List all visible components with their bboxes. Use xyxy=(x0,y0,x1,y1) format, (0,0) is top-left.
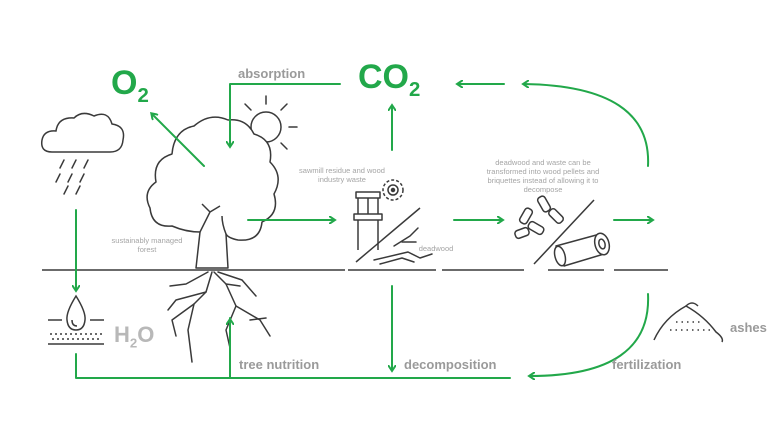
sawmill-label: sawmill residue and wood industry waste xyxy=(299,166,385,184)
pellets-icon xyxy=(514,195,564,240)
water-drop-icon xyxy=(48,294,104,345)
log-icon xyxy=(553,232,611,267)
return-to-co2-arrow xyxy=(524,84,650,167)
co2-label: CO2 xyxy=(358,58,421,101)
decomposition-label: decomposition xyxy=(404,357,497,372)
fertilization-label: fertilization xyxy=(612,357,682,372)
deadwood-label: deadwood xyxy=(418,244,454,253)
tree-roots-icon xyxy=(167,271,271,363)
absorption-label: absorption xyxy=(238,66,306,81)
absorption-arrow xyxy=(230,83,341,146)
o2-label: O2 xyxy=(111,64,149,107)
ash-pile-icon xyxy=(653,302,724,343)
separator-slash xyxy=(355,207,421,263)
o2-release-arrow xyxy=(152,114,205,167)
tree-nutrition-label: tree nutrition xyxy=(239,357,320,372)
saw-blade-icon xyxy=(382,179,404,201)
flow-arrows xyxy=(76,84,652,378)
rain-cloud-icon xyxy=(40,112,125,195)
tree-icon xyxy=(146,116,279,269)
deadwood-branches-icon xyxy=(373,227,433,265)
pellets-label: deadwood and waste can be transformed in… xyxy=(486,158,600,194)
chair-icon xyxy=(353,191,383,250)
h2o-label: H2O xyxy=(114,322,155,351)
forest-label: sustainably managed forest xyxy=(111,236,183,254)
fertilization-arrow xyxy=(530,293,650,376)
ashes-label: ashes xyxy=(730,320,767,335)
sun-icon xyxy=(244,95,298,150)
separator-slash xyxy=(533,199,595,265)
